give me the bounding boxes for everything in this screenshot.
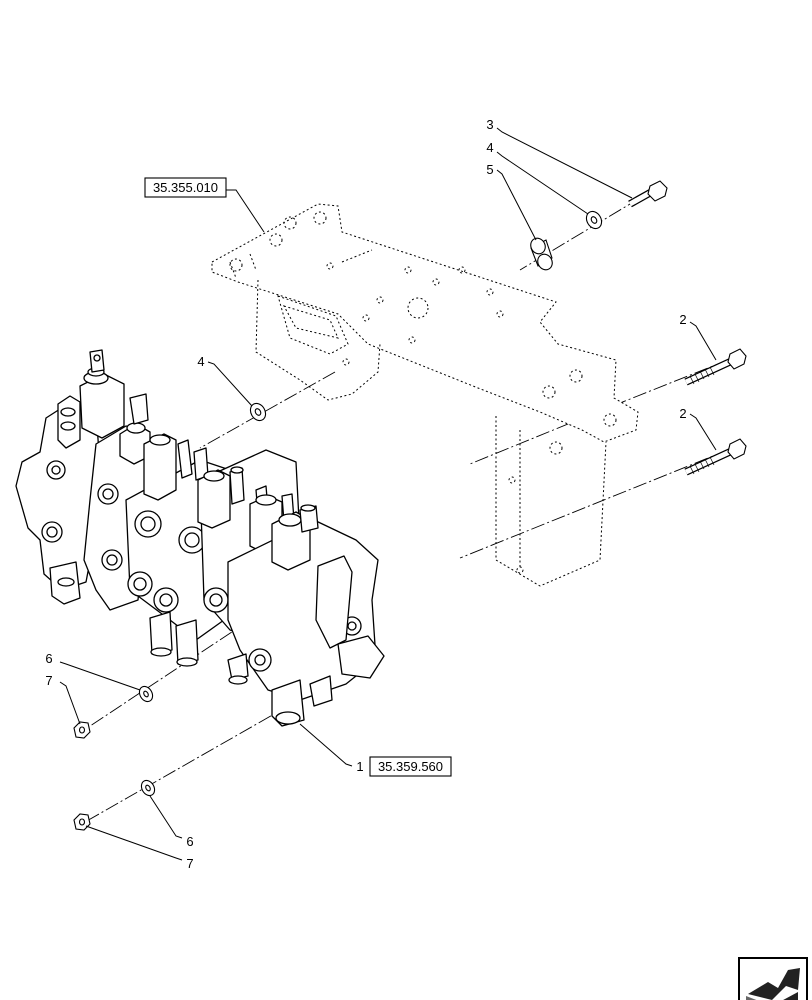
bolt-2-upper	[684, 348, 747, 386]
centerline-nut-7-lower	[77, 704, 291, 827]
mounting-bracket	[211, 203, 639, 587]
leader-7a	[59, 681, 81, 725]
bracket-holes	[229, 211, 617, 574]
spacer-5	[530, 237, 553, 271]
centerline-washer-4	[199, 371, 336, 449]
callout-4-lower: 4	[197, 354, 204, 369]
washer-4-upper	[585, 210, 603, 230]
callout-2-upper: 2	[679, 312, 686, 327]
callout-7-lower: 7	[186, 856, 193, 871]
leader-bracket-ref	[226, 189, 265, 233]
centerline-nut-7-upper	[77, 619, 251, 735]
washer-6-upper	[138, 685, 154, 703]
leader-lines	[59, 127, 717, 861]
leader-6b	[149, 795, 183, 839]
leader-3	[496, 127, 633, 199]
bracket-left-flange	[255, 279, 381, 401]
leader-6a	[59, 661, 141, 691]
next-page-arrow-icon[interactable]	[738, 957, 808, 1000]
callout-labels: 3 4 5 2 2 4 6 7 6 7 1	[45, 117, 686, 871]
nut-7-upper	[73, 721, 91, 739]
callout-3: 3	[486, 117, 493, 132]
leader-4a	[496, 151, 589, 215]
leader-5	[496, 169, 537, 241]
valve-lever	[337, 635, 385, 679]
callout-7-upper: 7	[45, 673, 52, 688]
bracket-slot-inner	[282, 305, 339, 339]
nut-7-lower	[73, 813, 91, 831]
leader-2b	[689, 413, 717, 451]
leader-2a	[689, 321, 717, 361]
bracket-slot	[277, 295, 349, 355]
bracket-lip	[229, 253, 257, 279]
valve-ref-label: 35.359.560	[378, 759, 443, 774]
bracket-slot-small	[341, 249, 373, 263]
washer-4-lower	[249, 402, 267, 422]
bolt-3	[628, 180, 668, 208]
leader-7b	[85, 825, 183, 861]
ref-box-valve[interactable]: 35.359.560	[369, 756, 452, 777]
ref-box-bracket[interactable]: 35.355.010	[144, 177, 227, 198]
control-valve-assembly	[15, 349, 385, 727]
callout-6-upper: 6	[45, 651, 52, 666]
callout-4-upper: 4	[486, 140, 493, 155]
bracket-lower-leg	[495, 416, 607, 587]
callout-6-lower: 6	[186, 834, 193, 849]
bracket-ref-label: 35.355.010	[153, 180, 218, 195]
bracket-top-plate	[211, 203, 639, 443]
leader-1	[299, 723, 353, 767]
callout-5: 5	[486, 162, 493, 177]
washer-6-lower	[140, 779, 156, 797]
centerline-bolt-2-lower	[459, 449, 729, 559]
leader-4b	[207, 361, 253, 407]
callout-2-lower: 2	[679, 406, 686, 421]
bolt-2-lower	[684, 438, 747, 476]
valve-lever-mount	[315, 555, 353, 649]
callout-1: 1	[356, 759, 363, 774]
